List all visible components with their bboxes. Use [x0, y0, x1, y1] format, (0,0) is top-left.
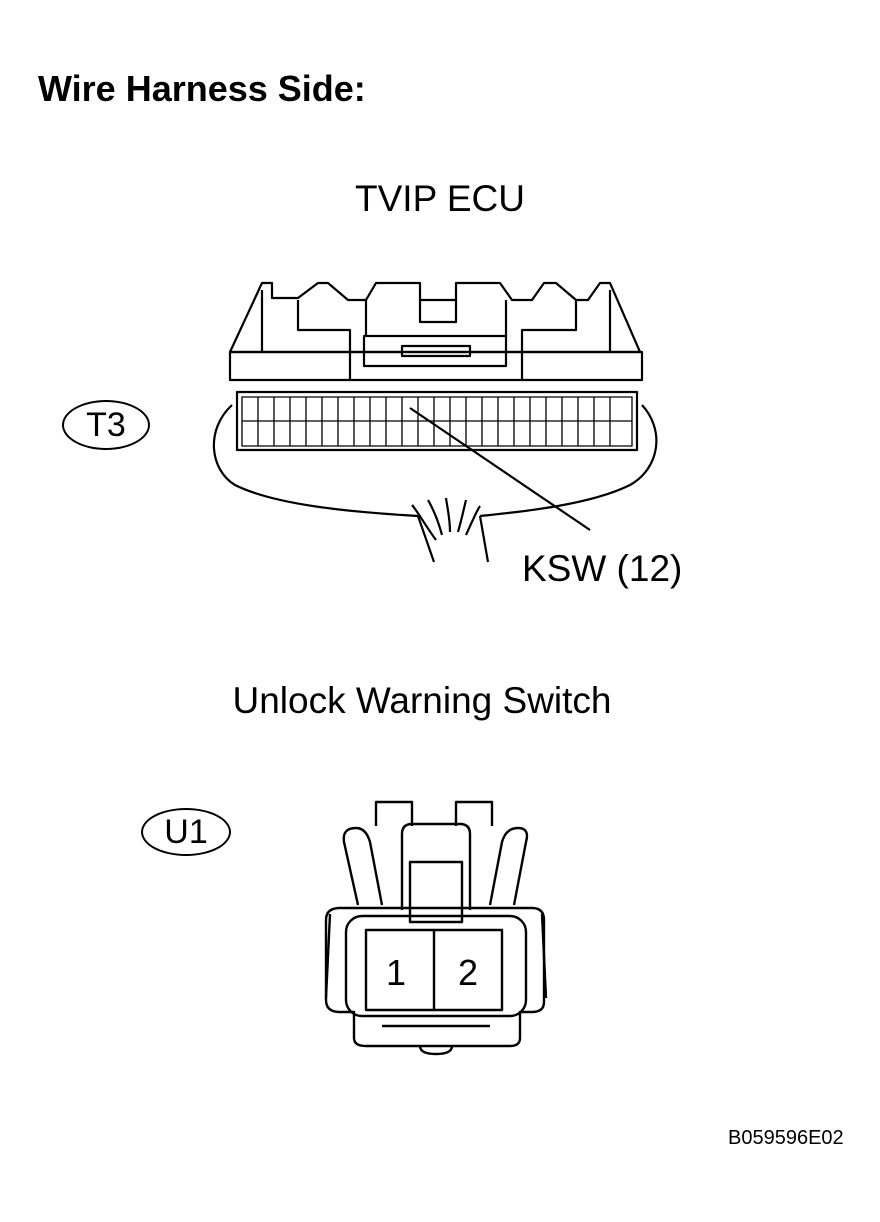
ecu-housing-top: [228, 281, 642, 354]
switch-left-arm: [342, 826, 384, 906]
ecu-harness-loop: [212, 404, 658, 518]
ecu-pin-grid: [241, 396, 633, 447]
ecu-wire-bundle: [411, 497, 490, 563]
ecu-connector: [212, 281, 658, 563]
page-heading: Wire Harness Side:: [38, 68, 366, 109]
switch-top-tabs: [374, 800, 494, 826]
ecu-pin-face: [235, 390, 639, 452]
ecu-body: [228, 350, 644, 382]
diagram-code: B059596E02: [728, 1127, 844, 1149]
connector-code-t3: T3: [62, 400, 150, 450]
switch-right-arm: [488, 826, 529, 906]
connector-code-t3-text: T3: [86, 405, 126, 444]
ecu-title: TVIP ECU: [355, 178, 525, 219]
ksw-pin-label: KSW (12): [522, 548, 683, 589]
ksw-leader-line: [409, 407, 591, 531]
switch-pin-2: 2: [458, 952, 479, 993]
switch-latch: [400, 822, 472, 910]
switch-title: Unlock Warning Switch: [232, 680, 612, 721]
connector-code-u1: U1: [141, 808, 231, 856]
switch-pin-1: 1: [386, 952, 407, 993]
switch-pin-frame: [344, 914, 528, 1018]
switch-connector: [324, 800, 548, 1056]
connector-code-u1-text: U1: [164, 812, 208, 851]
